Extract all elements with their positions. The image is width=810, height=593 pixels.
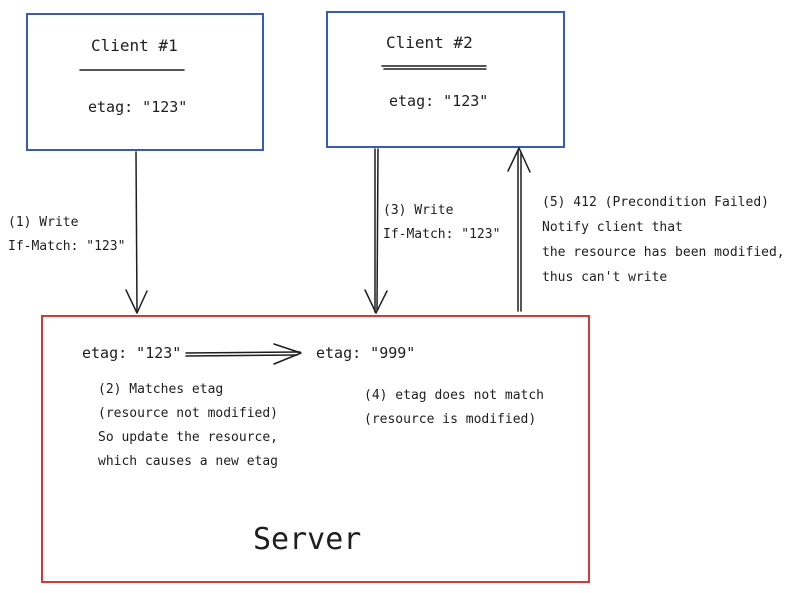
note-match-line: which causes a new etag (98, 454, 279, 469)
server-etag-new: etag: "999" (316, 344, 416, 362)
step-5-line: the resource has been modified, (542, 245, 785, 260)
step-5-line: thus can't write (542, 270, 668, 285)
server-box (41, 315, 590, 583)
server-etag-old: etag: "123" (82, 344, 182, 362)
step-5-line: Notify client that (542, 220, 683, 235)
client-2-etag: etag: "123" (389, 92, 489, 110)
server-label: Server (253, 522, 362, 557)
step-1-line: (1) Write (8, 215, 79, 230)
arrow-write-client-1 (125, 151, 148, 314)
note-match-line: So update the resource, (98, 430, 279, 445)
step-1-line: If-Match: "123" (8, 239, 126, 254)
step-5-line: (5) 412 (Precondition Failed) (542, 195, 769, 210)
client-1-etag: etag: "123" (88, 98, 188, 116)
arrow-etag-update (185, 343, 302, 365)
client-1-title: Client #1 (91, 36, 178, 55)
note-mismatch-line: (4) etag does not match (364, 388, 545, 403)
client-2-title: Client #2 (386, 33, 473, 52)
note-match-line: (resource not modified) (98, 406, 279, 421)
note-match-line: (2) Matches etag (98, 382, 224, 397)
arrow-write-client-2 (364, 148, 388, 314)
step-3-line: (3) Write (383, 203, 454, 218)
client-2-box (326, 11, 565, 148)
note-mismatch-line: (resource is modified) (364, 412, 537, 427)
step-3-line: If-Match: "123" (383, 227, 501, 242)
client-1-box (26, 13, 264, 151)
arrow-precondition-failed (507, 147, 531, 312)
